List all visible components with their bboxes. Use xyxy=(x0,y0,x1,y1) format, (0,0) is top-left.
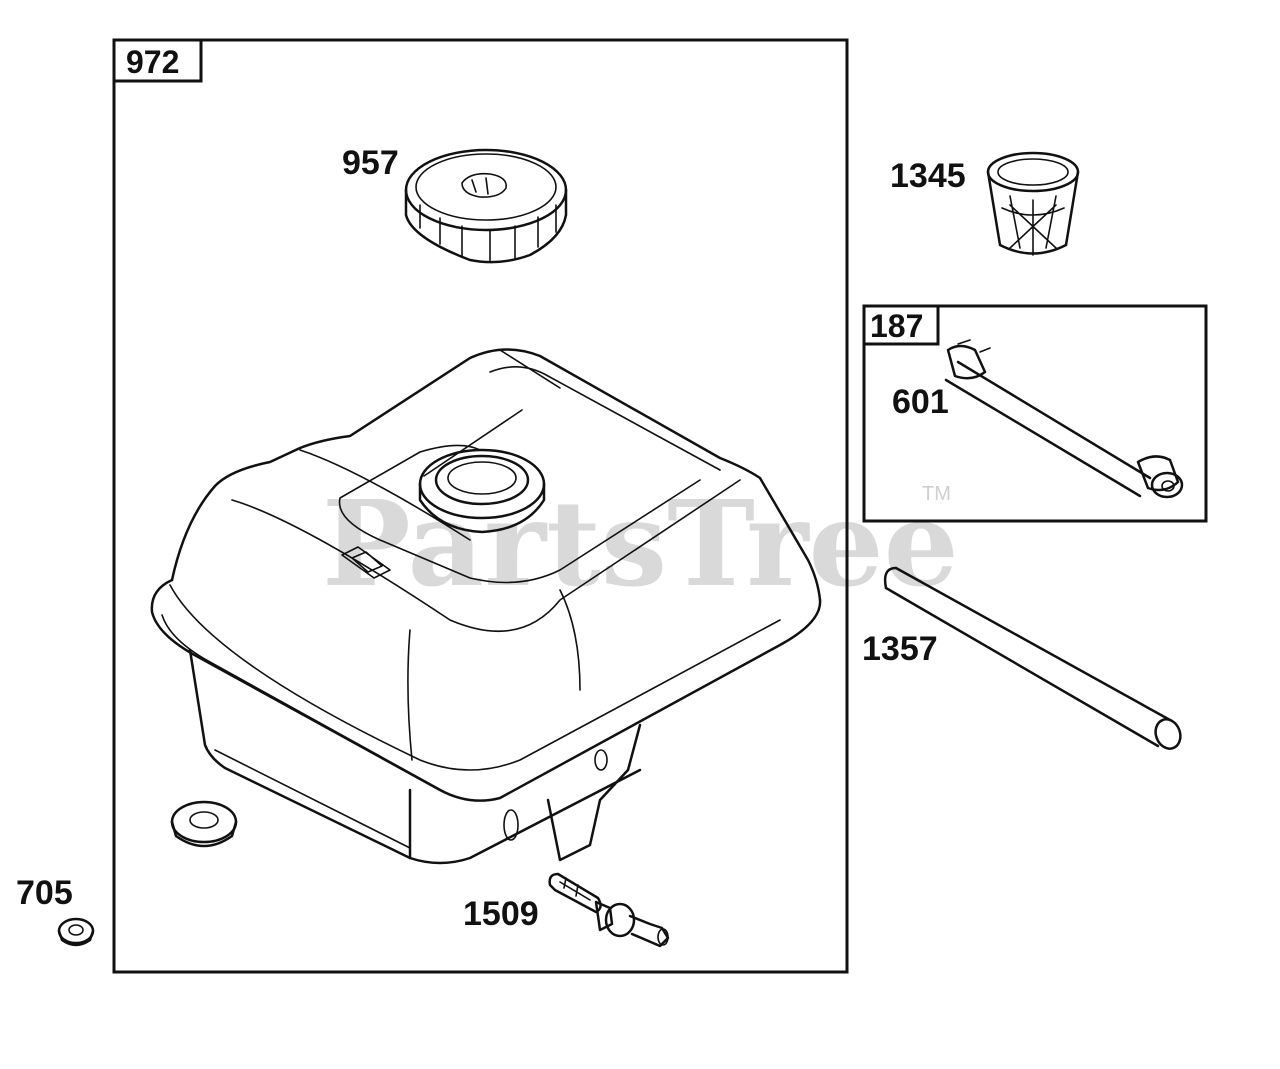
label-705: 705 xyxy=(16,874,73,912)
fuel-tube-1357[interactable] xyxy=(883,566,1184,752)
fuel-line-601[interactable] xyxy=(944,339,1184,499)
trademark-symbol: TM xyxy=(922,483,951,505)
label-601: 601 xyxy=(892,383,949,421)
fuel-strainer-1345[interactable] xyxy=(986,151,1080,256)
parts-tree-watermark: PartsTree xyxy=(322,474,959,613)
label-1509: 1509 xyxy=(463,895,539,933)
kit-187-tag: 187 xyxy=(870,308,923,344)
grommet[interactable] xyxy=(170,800,238,848)
fuel-tank[interactable] xyxy=(150,348,822,865)
assembly-972-tag: 972 xyxy=(126,44,179,80)
label-1357: 1357 xyxy=(862,630,938,668)
fuel-cap-957[interactable] xyxy=(404,148,568,264)
label-1345: 1345 xyxy=(890,157,966,195)
assembly-972-tag-box xyxy=(112,38,203,83)
grommet-705[interactable] xyxy=(57,917,95,947)
kit-187-tag-box xyxy=(862,304,940,346)
assembly-972-frame xyxy=(112,38,849,974)
fuel-valve-1509[interactable] xyxy=(548,872,670,948)
kit-187-frame xyxy=(862,304,1208,523)
label-957: 957 xyxy=(342,144,399,182)
